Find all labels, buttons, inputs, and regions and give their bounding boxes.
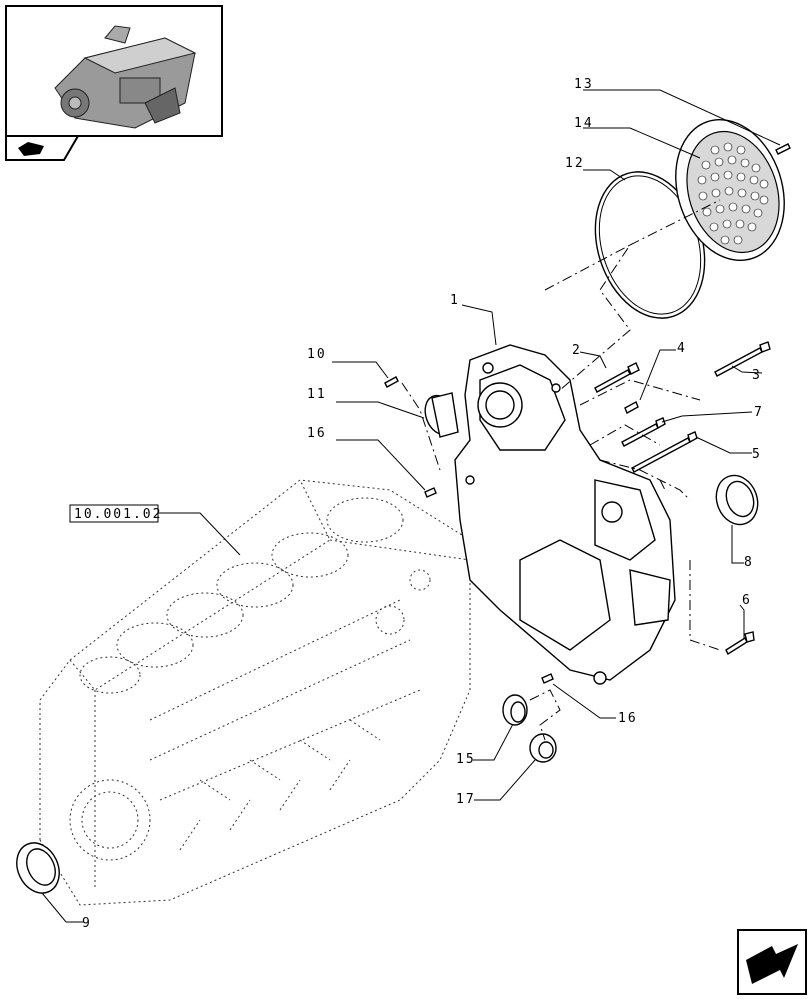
screw-13 — [775, 143, 791, 155]
callout-9[interactable]: 9 — [82, 916, 92, 931]
callout-2[interactable]: 2 — [572, 343, 582, 358]
callout-17[interactable]: 17 — [456, 792, 476, 807]
seal-9 — [16, 842, 60, 894]
timing-cover — [454, 344, 676, 685]
callout-3[interactable]: 3 — [752, 368, 762, 383]
leader-lines — [41, 89, 781, 923]
plug-15 — [502, 694, 528, 726]
callout-16-lower[interactable]: 16 — [618, 711, 638, 726]
engine-block — [39, 479, 471, 906]
callout-14[interactable]: 14 — [574, 116, 594, 131]
callout-11[interactable]: 11 — [307, 387, 327, 402]
next-page-arrow-icon[interactable] — [737, 929, 807, 995]
callout-7[interactable]: 7 — [754, 405, 764, 420]
book-tab-icon[interactable] — [5, 135, 80, 161]
reference-label[interactable]: 10.001.02 — [74, 507, 162, 522]
callout-1[interactable]: 1 — [450, 293, 460, 308]
bolt-2 — [594, 362, 640, 393]
callout-16-upper[interactable]: 16 — [307, 426, 327, 441]
plug-17 — [529, 733, 557, 763]
callout-6[interactable]: 6 — [742, 593, 752, 608]
engine-thumbnail-icon[interactable] — [5, 5, 223, 137]
callout-12[interactable]: 12 — [565, 156, 585, 171]
seal-8 — [715, 474, 759, 526]
callout-8[interactable]: 8 — [744, 555, 754, 570]
pin-16b — [541, 673, 554, 684]
callout-10[interactable]: 10 — [307, 347, 327, 362]
bolt-4 — [624, 401, 639, 414]
bolt-3 — [714, 341, 771, 377]
callout-5[interactable]: 5 — [752, 447, 762, 462]
pin-16a — [424, 487, 437, 498]
screw-10 — [384, 376, 399, 388]
bolt-6 — [725, 631, 755, 656]
callout-labels: 1 2 3 4 5 6 7 8 9 10 11 12 13 14 15 16 1… — [82, 77, 764, 931]
callout-13[interactable]: 13 — [574, 77, 594, 92]
part-11 — [424, 392, 459, 438]
cover-plate — [675, 118, 785, 262]
bolt-5 — [631, 431, 698, 473]
callout-15[interactable]: 15 — [456, 752, 476, 767]
callout-4[interactable]: 4 — [677, 341, 687, 356]
assembly-lines — [401, 199, 721, 741]
bolt-7 — [621, 417, 666, 447]
